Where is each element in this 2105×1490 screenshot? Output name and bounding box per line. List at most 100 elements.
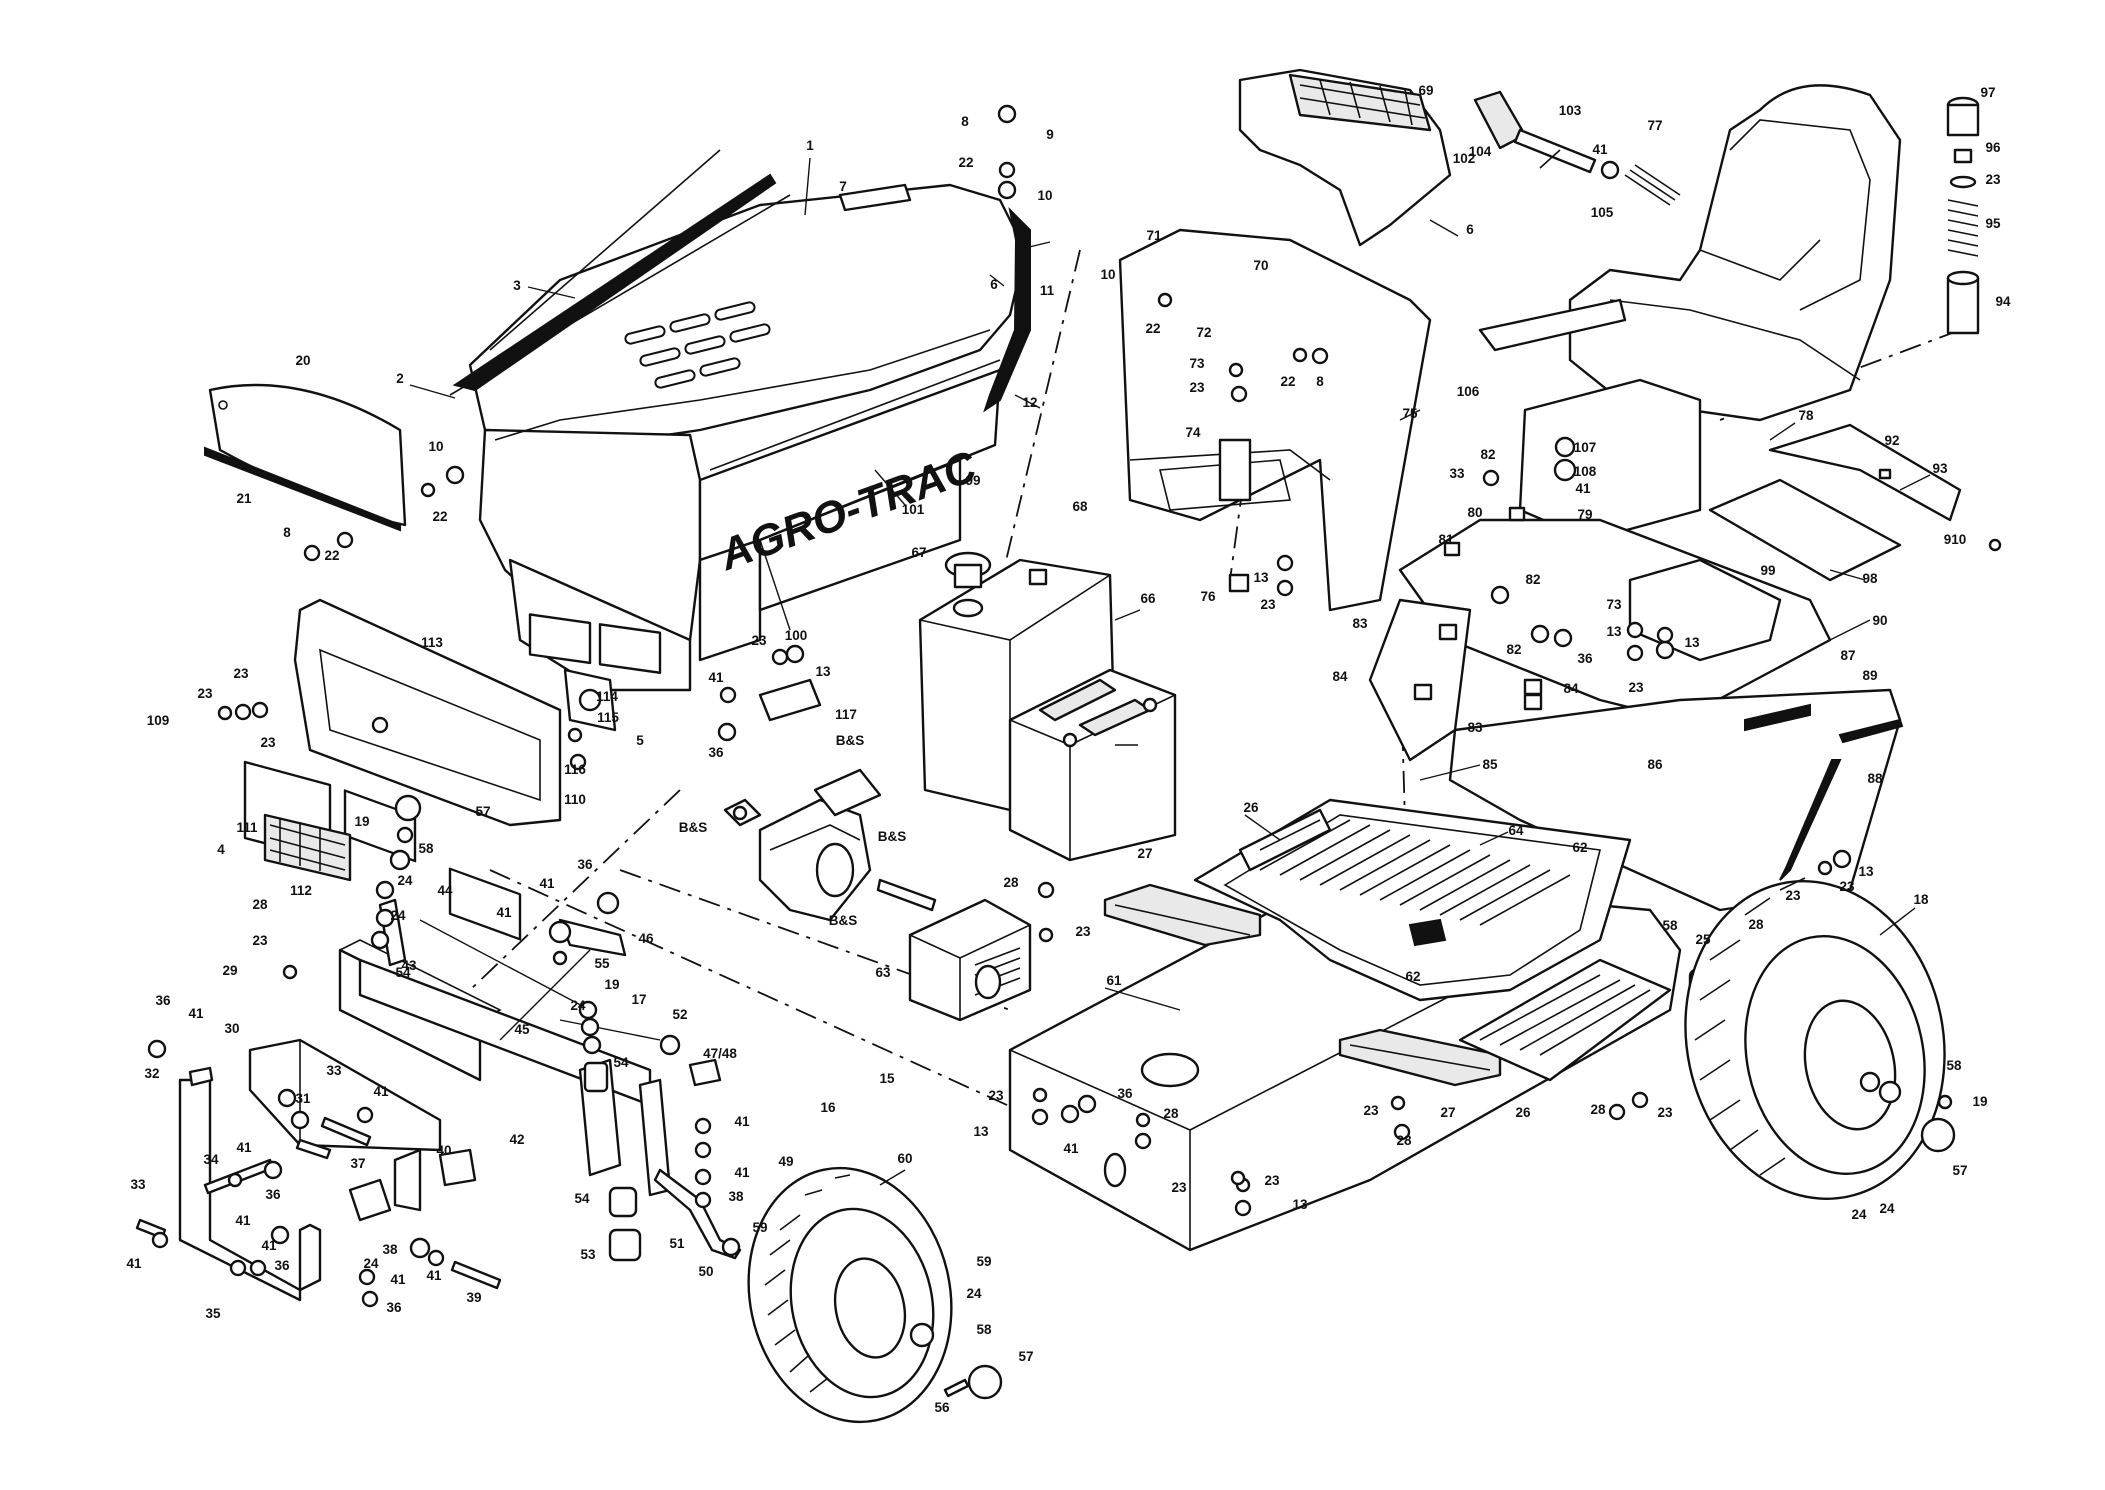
part-label-l84b: 84 [1563,681,1579,696]
part-label-l13b: 13 [1606,624,1622,639]
part-label-l113: 113 [421,635,443,650]
part-label-l23g: 23 [1785,888,1801,903]
part-label-l57c: 57 [1018,1349,1033,1364]
chassis [1008,798,1720,1252]
part-label-l76: 76 [1200,589,1216,604]
part-label-l58d: 58 [976,1322,992,1337]
seat-lever [1473,90,1681,206]
part-label-l83a: 83 [1352,616,1368,631]
part-label-l102: 102 [1453,151,1476,166]
part-label-l13f: 13 [973,1124,989,1139]
part-label-l42: 42 [509,1132,524,1147]
part-label-l19a: 19 [1972,1094,1987,1109]
part-label-l38b: 38 [382,1242,398,1257]
part-label-l2: 2 [396,371,404,386]
part-label-l28f: 28 [1163,1106,1179,1121]
part-label-l36c: 36 [577,857,593,872]
part-label-l23h: 23 [1657,1105,1673,1120]
part-label-l74: 74 [1185,425,1201,440]
part-label-l23m: 23 [751,633,767,648]
part-label-l39: 39 [466,1290,481,1305]
part-label-l33a: 33 [1449,466,1465,481]
part-label-l99a: 99 [965,473,980,488]
bracket-117 [758,678,822,722]
part-label-l94: 94 [1995,294,2011,309]
part-label-l28b: 28 [1748,917,1764,932]
part-label-l23k: 23 [197,686,213,701]
part-label-l67: 67 [911,545,926,560]
part-label-l59a: 59 [752,1220,767,1235]
part-label-l9: 9 [1046,127,1054,142]
part-label-l36e: 36 [265,1187,281,1202]
part-label-l82b: 82 [1525,572,1540,587]
part-label-l8a: 8 [283,525,291,540]
part-label-l117: 117 [835,707,857,722]
part-label-lbs3: B&S [878,829,907,844]
part-label-l23i: 23 [1363,1103,1379,1118]
part-label-l13a: 13 [1253,570,1269,585]
part-label-l58c: 58 [418,841,434,856]
part-label-l36h: 36 [1117,1086,1133,1101]
part-label-l112: 112 [290,883,312,898]
part-label-l110: 110 [564,792,586,807]
seat-spring-assembly [1946,96,1980,335]
part-label-l4: 4 [217,842,225,857]
part-label-l41p: 41 [1063,1141,1079,1156]
part-label-l26a: 26 [1243,800,1259,815]
part-label-l23l: 23 [260,735,276,750]
part-label-l96: 96 [1985,140,2001,155]
part-label-l69: 69 [1418,83,1433,98]
air-box [908,898,1032,1022]
part-label-l13e: 13 [815,664,831,679]
part-label-l77: 77 [1647,118,1662,133]
part-label-l81: 81 [1438,532,1454,547]
part-label-l70: 70 [1253,258,1268,273]
part-label-l66: 66 [1140,591,1156,606]
part-label-l64: 64 [1508,823,1524,838]
part-label-l80: 80 [1467,505,1482,520]
part-label-l114: 114 [596,689,618,704]
part-label-l106: 106 [1457,384,1480,399]
part-label-l57b: 57 [475,804,490,819]
fasteners [147,104,2002,1308]
part-label-l111: 111 [236,820,258,835]
part-label-l21: 21 [236,491,252,506]
part-label-l88: 88 [1867,771,1883,786]
part-label-l40: 40 [436,1143,451,1158]
part-label-l28c: 28 [1590,1102,1606,1117]
part-label-l63: 63 [875,965,891,980]
part-label-l51: 51 [669,1236,685,1251]
part-label-l15: 15 [879,1071,895,1086]
rear-wheel [1684,877,1956,1200]
part-label-l23q: 23 [1264,1173,1280,1188]
part-label-l13d: 13 [1858,864,1874,879]
part-label-l116: 116 [564,762,586,777]
rear-frame [1368,378,1904,912]
part-label-l22e: 22 [1280,374,1295,389]
part-label-l90: 90 [1872,613,1887,628]
part-label-l60: 60 [897,1151,912,1166]
part-label-l19c: 19 [604,977,619,992]
part-label-l23e: 23 [1075,924,1091,939]
part-label-l3: 3 [513,278,521,293]
part-label-l36a: 36 [1577,651,1593,666]
part-label-l49: 49 [778,1154,793,1169]
part-label-l98: 98 [1862,571,1878,586]
part-label-l41n: 41 [390,1272,406,1287]
part-label-l31: 31 [295,1091,311,1106]
part-label-l82a: 82 [1480,447,1495,462]
part-label-l23b: 23 [1260,597,1276,612]
part-label-l24g: 24 [966,1286,982,1301]
part-label-l104: 104 [1469,144,1492,159]
part-label-l22a: 22 [432,509,447,524]
part-label-l8c: 8 [1316,374,1324,389]
part-label-l44: 44 [437,883,453,898]
part-label-l24c: 24 [570,998,586,1013]
part-label-l75: 75 [1402,406,1418,421]
part-label-l71: 71 [1146,228,1162,243]
part-label-l18: 18 [1913,892,1929,907]
part-label-l28d: 28 [1396,1133,1412,1148]
part-label-l62a: 62 [1572,840,1587,855]
part-label-lbs4: B&S [829,913,858,928]
